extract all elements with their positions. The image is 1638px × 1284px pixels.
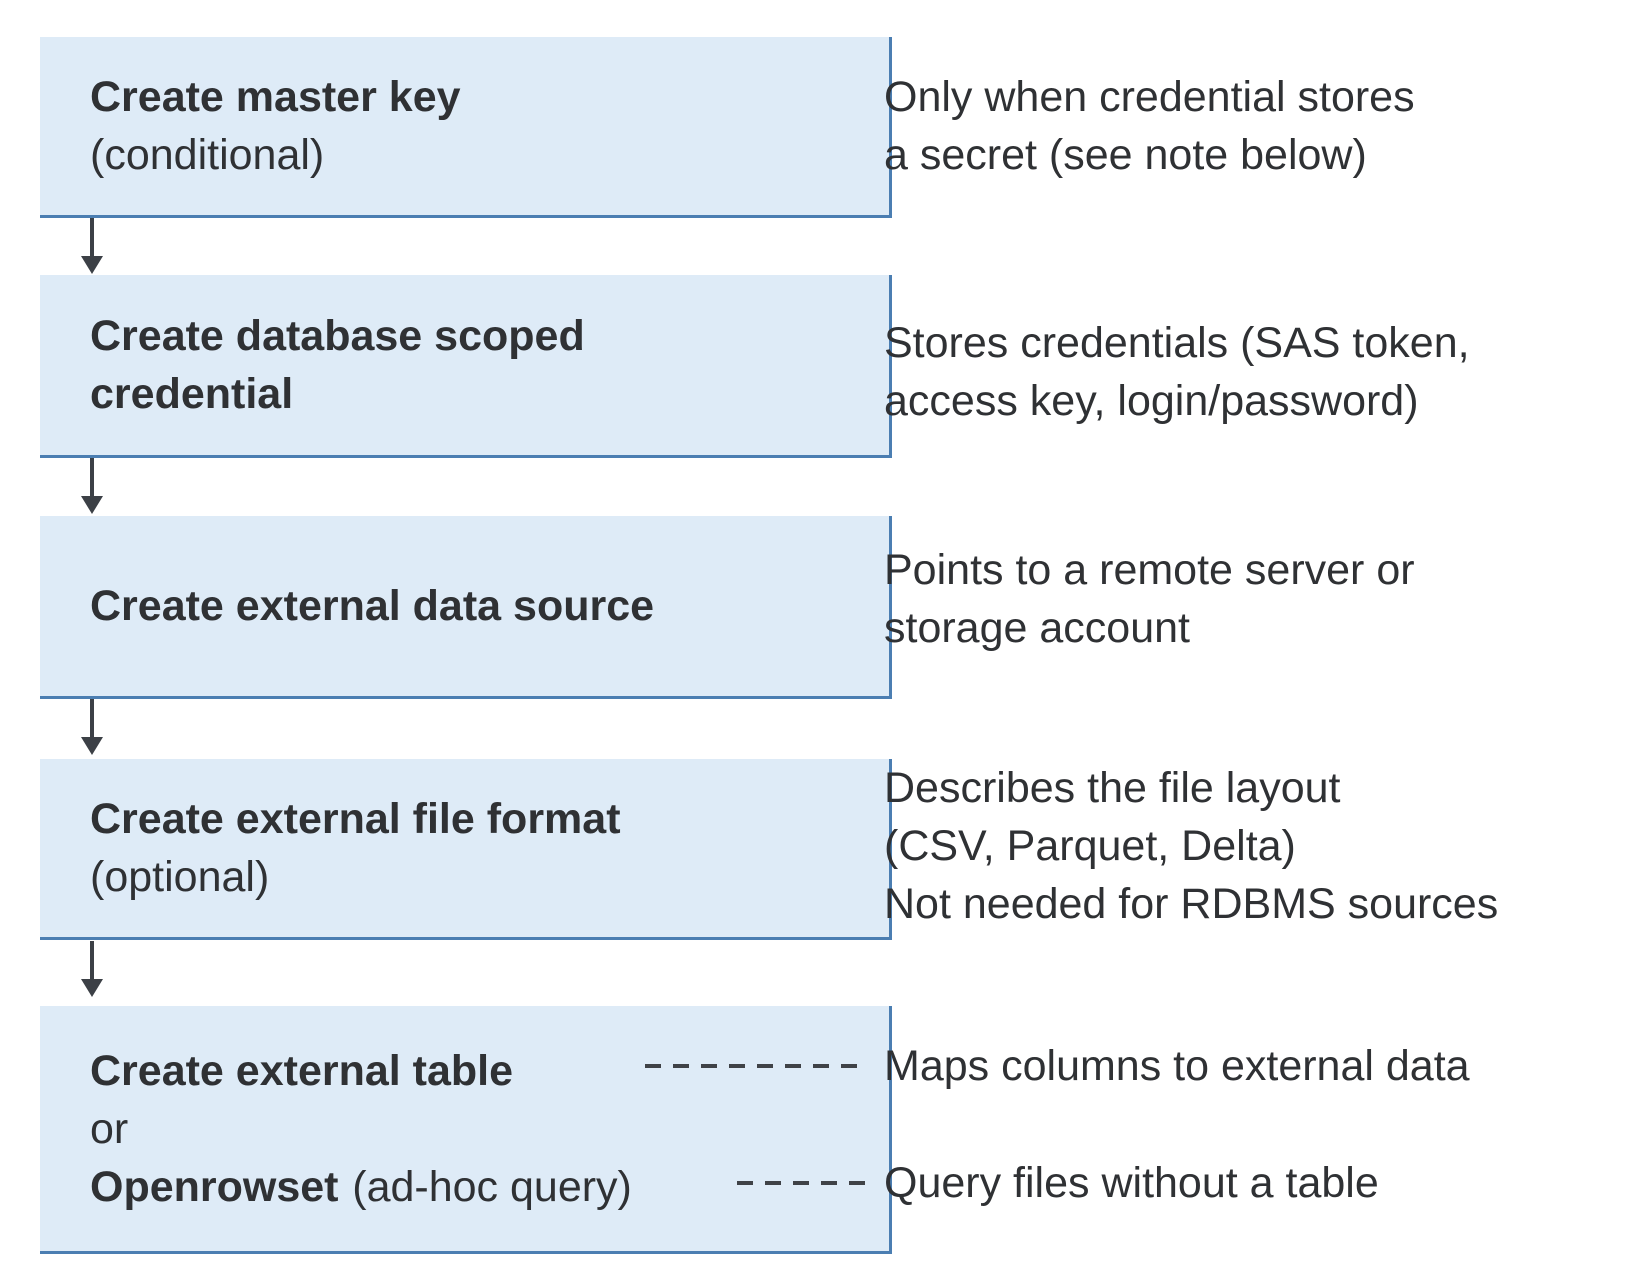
alt-title: Openrowset: [90, 1162, 339, 1211]
step-title: Create external table: [90, 1046, 514, 1095]
note-line: Maps columns to external data: [884, 1042, 1470, 1090]
note-line: Points to a remote server or: [884, 546, 1415, 594]
alt-title-suffix: (ad-hoc query): [352, 1162, 632, 1211]
step-title: Create external file format: [90, 795, 621, 843]
note-line: Describes the file layout: [884, 764, 1341, 812]
arrow-head-icon: [81, 256, 103, 274]
note-external-table: Maps columns to external data: [884, 1037, 1470, 1095]
note-line: a secret (see note below): [884, 131, 1367, 179]
note-line: access key, login/password): [884, 377, 1419, 425]
step-box-external-data-source: Create external data source: [40, 516, 892, 699]
note-line: Not needed for RDBMS sources: [884, 880, 1499, 928]
step-box-external-table-openrowset: Create external table or Openrowset (ad-h…: [40, 1006, 892, 1254]
note-line: (CSV, Parquet, Delta): [884, 822, 1296, 870]
arrow-head-icon: [81, 979, 103, 997]
note-scoped-credential: Stores credentials (SAS token, access ke…: [884, 314, 1470, 430]
alt-title-line: Openrowset (ad-hoc query): [90, 1158, 889, 1216]
step-title: Create database scoped: [90, 312, 585, 360]
step-subtitle: (conditional): [90, 131, 325, 179]
or-label: or: [90, 1104, 129, 1153]
step-title: Create external data source: [90, 582, 655, 630]
note-master-key: Only when credential stores a secret (se…: [884, 68, 1415, 184]
note-line: storage account: [884, 604, 1190, 652]
note-external-data-source: Points to a remote server or storage acc…: [884, 541, 1415, 657]
step-title: Create master key: [90, 73, 461, 121]
step-subtitle: (optional): [90, 853, 270, 901]
note-external-file-format: Describes the file layout (CSV, Parquet,…: [884, 759, 1498, 933]
arrow-head-icon: [81, 496, 103, 514]
step-box-external-file-format: Create external file format (optional): [40, 759, 892, 940]
dashed-connector-openrowset: [737, 1181, 866, 1185]
step-box-scoped-credential: Create database scoped credential: [40, 275, 892, 458]
note-line: Query files without a table: [884, 1159, 1379, 1207]
arrow-shaft: [90, 699, 94, 737]
dashed-connector-table: [645, 1064, 866, 1068]
arrow-shaft: [90, 941, 94, 979]
note-openrowset: Query files without a table: [884, 1154, 1379, 1212]
flow-arrow-icon: [81, 699, 103, 755]
arrow-shaft: [90, 218, 94, 256]
arrow-shaft: [90, 458, 94, 496]
step-box-master-key: Create master key (conditional): [40, 37, 892, 218]
note-line: Stores credentials (SAS token,: [884, 319, 1470, 367]
step-title-line-2: credential: [90, 370, 294, 418]
note-line: Only when credential stores: [884, 73, 1415, 121]
flow-arrow-icon: [81, 458, 103, 514]
arrow-head-icon: [81, 737, 103, 755]
flow-arrow-icon: [81, 218, 103, 274]
flow-arrow-icon: [81, 941, 103, 997]
